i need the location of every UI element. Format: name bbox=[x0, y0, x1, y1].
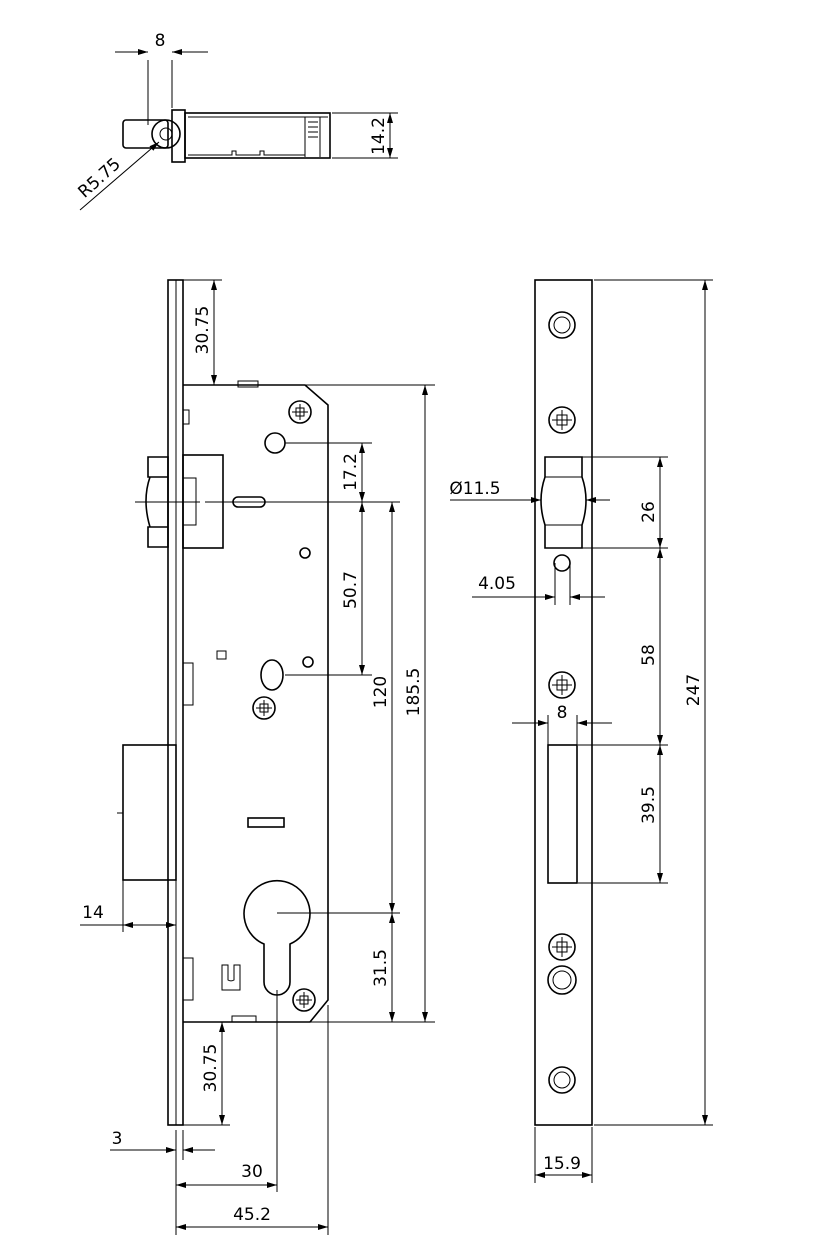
screw-icon bbox=[292, 988, 316, 1012]
dim-17-2: 17.2 bbox=[341, 453, 361, 491]
screw-icon bbox=[252, 696, 276, 720]
side-view: 247 26 58 39.5 Ø11.5 4.05 8 15.9 bbox=[449, 279, 713, 1183]
dim-247: 247 bbox=[684, 674, 704, 706]
dim-26: 26 bbox=[639, 501, 659, 523]
dim-top-offset: 30.75 bbox=[193, 306, 213, 355]
dim-120: 120 bbox=[371, 676, 391, 708]
dim-39-5: 39.5 bbox=[639, 786, 659, 824]
dim-14: 14 bbox=[82, 903, 104, 923]
dim-diameter: Ø11.5 bbox=[449, 479, 500, 499]
dim-15-9: 15.9 bbox=[543, 1154, 581, 1174]
dim-50-7: 50.7 bbox=[341, 571, 361, 609]
dim-bottom-offset: 30.75 bbox=[201, 1044, 221, 1093]
screw-icon bbox=[548, 406, 576, 434]
front-view: 30.75 17.2 50.7 120 185.5 31.5 30.75 14 … bbox=[80, 279, 435, 1235]
screw-icon bbox=[548, 933, 576, 961]
dim-top-8: 8 bbox=[155, 31, 166, 51]
dim-4-05: 4.05 bbox=[478, 574, 516, 594]
dim-top-14-2: 14.2 bbox=[369, 117, 389, 155]
dim-185-5: 185.5 bbox=[404, 668, 424, 717]
dim-3: 3 bbox=[112, 1129, 123, 1149]
screw-icon bbox=[548, 671, 576, 699]
dim-45-2: 45.2 bbox=[233, 1205, 271, 1225]
dim-8-side: 8 bbox=[557, 703, 568, 723]
screw-icon bbox=[288, 400, 312, 424]
dim-31-5: 31.5 bbox=[371, 949, 391, 987]
dim-30: 30 bbox=[241, 1162, 263, 1182]
top-view: 8 14.2 R5.75 bbox=[75, 31, 398, 211]
dim-58: 58 bbox=[639, 644, 659, 666]
